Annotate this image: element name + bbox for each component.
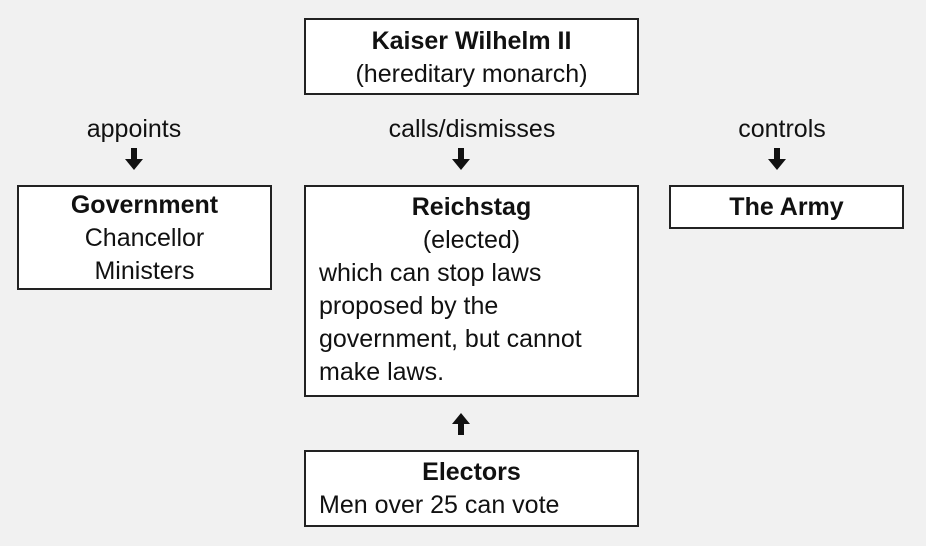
reichstag-description-line: make laws. bbox=[319, 358, 445, 386]
arrow-down-icon bbox=[451, 147, 471, 171]
appoints-label: appoints bbox=[86, 115, 182, 143]
kaiser-subtitle: (hereditary monarch) bbox=[355, 60, 588, 88]
controls-label: controls bbox=[738, 115, 826, 143]
arrow-down-icon bbox=[767, 147, 787, 171]
reichstag-description-line: government, but cannot bbox=[319, 325, 582, 353]
reichstag-description: which can stop laws proposed by the gove… bbox=[306, 257, 637, 389]
government-chancellor: Chancellor bbox=[84, 224, 205, 252]
electors-description: Men over 25 can vote bbox=[319, 491, 560, 519]
kaiser-box: Kaiser Wilhelm II (hereditary monarch) bbox=[304, 18, 639, 95]
electors-title: Electors bbox=[422, 458, 521, 486]
arrow-up-icon bbox=[451, 412, 471, 436]
reichstag-description-line: which can stop laws bbox=[319, 259, 542, 287]
arrow-down-icon bbox=[124, 147, 144, 171]
reichstag-title: Reichstag bbox=[411, 193, 532, 221]
government-title: Government bbox=[70, 191, 219, 219]
army-box: The Army bbox=[669, 185, 904, 229]
reichstag-description-line: proposed by the bbox=[319, 292, 499, 320]
kaiser-title: Kaiser Wilhelm II bbox=[371, 27, 572, 55]
electors-box: Electors Men over 25 can vote bbox=[304, 450, 639, 527]
army-title: The Army bbox=[729, 193, 844, 221]
government-ministers: Ministers bbox=[94, 257, 195, 285]
calls-dismisses-label: calls/dismisses bbox=[388, 115, 556, 143]
government-box: Government Chancellor Ministers bbox=[17, 185, 272, 290]
reichstag-subtitle: (elected) bbox=[422, 226, 521, 254]
reichstag-box: Reichstag (elected) which can stop laws … bbox=[304, 185, 639, 397]
